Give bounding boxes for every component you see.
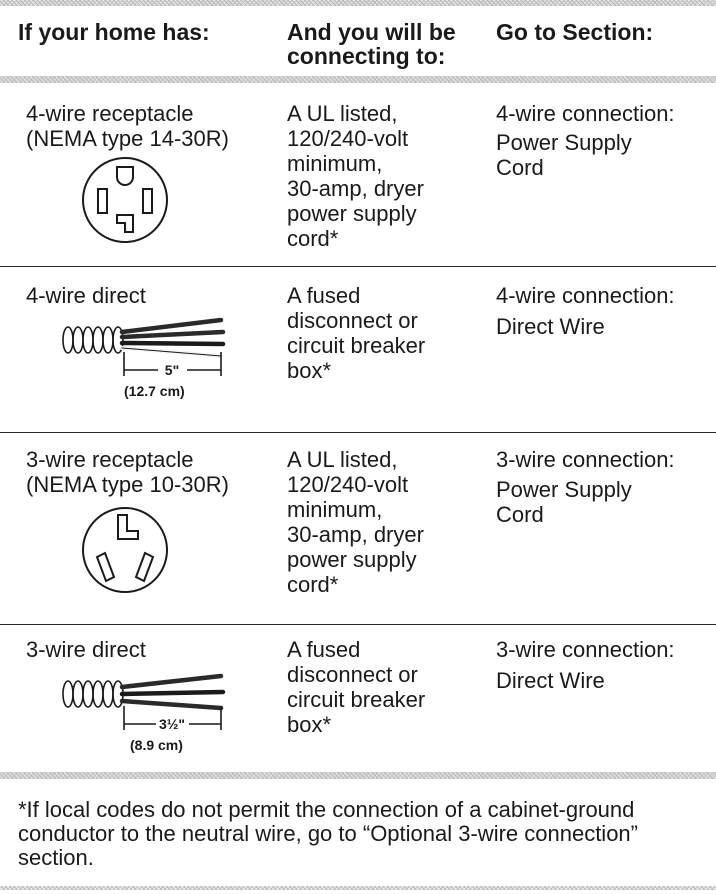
4-wire-receptacle-icon xyxy=(82,157,168,243)
row3-connect: A UL listed, 120/240-volt minimum, 30-am… xyxy=(287,447,424,597)
row-divider-2 xyxy=(0,432,716,433)
3-wire-cable-icon: 3½" (8.9 cm) xyxy=(62,673,226,753)
row3-has: 3-wire receptacle (NEMA type 10-30R) xyxy=(26,447,229,497)
footnote: *If local codes do not permit the connec… xyxy=(18,798,708,870)
footnote-line-2: conductor to the neutral wire, go to “Op… xyxy=(18,821,638,846)
row4-connect: A fused disconnect or circuit breaker bo… xyxy=(287,637,426,737)
bottom-hatch-band xyxy=(0,886,716,890)
dim-label-12-7cm: (12.7 cm) xyxy=(124,383,185,399)
row2-connect: A fused disconnect or circuit breaker bo… xyxy=(287,283,426,383)
row1-section-title: 4-wire connection: xyxy=(496,101,675,126)
dim-label-3-5in: 3½" xyxy=(159,716,185,732)
3-wire-receptacle-icon xyxy=(82,507,168,593)
row-divider-1 xyxy=(0,266,716,267)
row2-section-title: 4-wire connection: xyxy=(496,283,675,308)
header-col-section: Go to Section: xyxy=(496,19,654,45)
footnote-line-3: section. xyxy=(18,845,94,870)
header-col-connecting: And you will be connecting to: xyxy=(287,19,456,69)
row-divider-3 xyxy=(0,624,716,625)
row3-section-name: Power Supply Cord xyxy=(496,477,632,527)
dim-label-5in: 5" xyxy=(165,362,179,378)
row4-section-title: 3-wire connection: xyxy=(496,637,675,662)
row4-has: 3-wire direct xyxy=(26,637,146,662)
row4-section-name: Direct Wire xyxy=(496,668,605,693)
top-hatch-band xyxy=(0,0,716,6)
footnote-line-1: *If local codes do not permit the connec… xyxy=(18,797,635,822)
footer-hatch-divider xyxy=(0,772,716,779)
header-hatch-divider xyxy=(0,76,716,83)
row1-connect: A UL listed, 120/240-volt minimum, 30-am… xyxy=(287,101,424,251)
dim-label-8-9cm: (8.9 cm) xyxy=(130,737,183,753)
row3-section-title: 3-wire connection: xyxy=(496,447,675,472)
row1-section-name: Power Supply Cord xyxy=(496,130,632,180)
row2-section-name: Direct Wire xyxy=(496,314,605,339)
row1-has: 4-wire receptacle (NEMA type 14-30R) xyxy=(26,101,229,151)
header-col-has: If your home has: xyxy=(18,19,210,45)
4-wire-cable-icon: 5" (12.7 cm) xyxy=(62,317,226,399)
row2-has: 4-wire direct xyxy=(26,283,146,308)
